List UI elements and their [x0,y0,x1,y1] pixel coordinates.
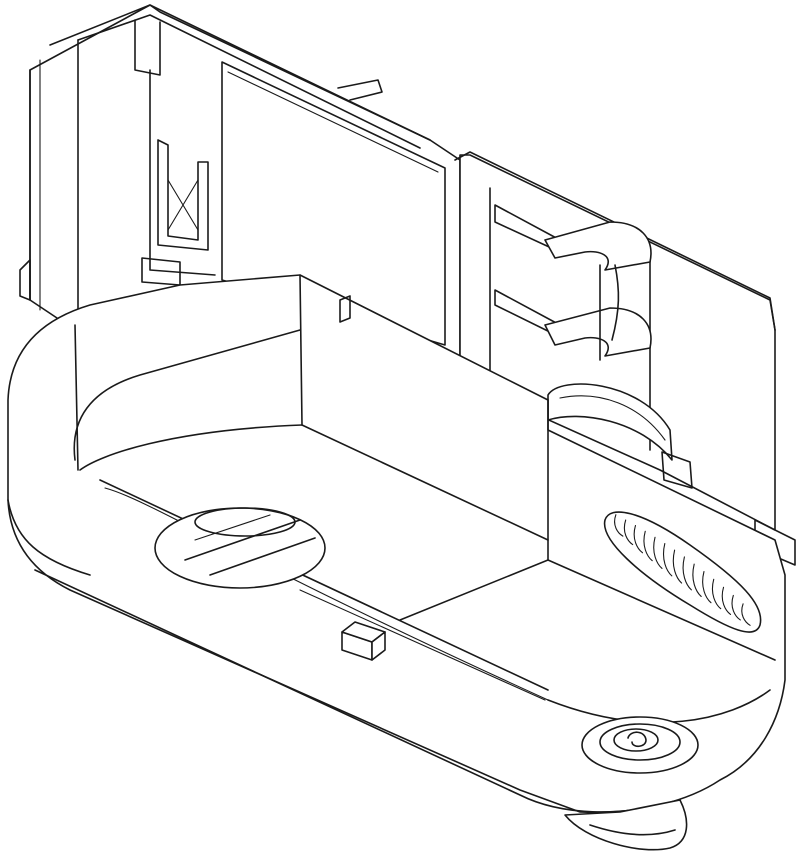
top-rim [49,4,431,141]
right-lid-edge [547,689,771,724]
contact-housing [454,151,796,566]
left-boss-slot-1 [184,519,301,561]
top-face-inner-rear [99,479,549,691]
knurl-ridge [672,549,683,584]
housing-window-inner [227,71,439,173]
knurl-ridge [711,578,722,610]
right-lid-top [547,559,776,661]
left-boss-slot-2 [209,537,316,576]
stud-side [371,631,386,661]
knurl-ridge [623,519,634,546]
base-front-curve [7,499,91,576]
knurl-ridge [653,536,663,569]
right-screw-head [613,728,659,752]
bottom-knob-ridge [589,824,676,836]
cap-top-seam [73,329,301,461]
top-contact-pin [337,79,383,101]
cap-notch [339,295,351,323]
knurl-ridge [692,563,702,598]
knurl-ridge [643,530,653,562]
left-screw-boss [154,507,326,589]
upper-housing [19,4,461,361]
bottom-knob-body [564,799,688,851]
knurl-ridge [731,594,741,621]
rotary-collar [547,383,673,461]
cap-vertical-left [74,324,79,471]
knurled-thumb-wheel[interactable] [603,511,762,633]
contact-post-2 [611,264,620,341]
base-body [7,274,786,814]
right-screw-rim [599,723,681,761]
cap-front-edge [79,424,303,471]
knurl-ridge [741,603,751,626]
latch-frame [157,139,209,251]
cap-vertical-right [299,274,303,426]
right-screw-spiral [627,731,647,748]
top-rim-inner [77,14,421,149]
rotary-collar-ridge [559,395,666,441]
front-column-lower [149,69,216,276]
right-tab-upper [661,451,693,489]
front-column [134,19,161,76]
knurl-ridge [614,514,624,537]
knurl-ridge [702,571,712,604]
base-outline [7,274,786,814]
contact-blade-top [544,221,652,271]
center-seam [299,589,546,701]
knurl-ridge [682,556,692,591]
left-boss-slot-3 [194,514,271,541]
contact-blade-bottom [544,307,652,357]
right-lid-seam [399,559,549,621]
top-face-rear [301,424,549,541]
knurl-ridge [721,586,732,616]
latch-cross-2 [167,179,199,231]
knurl-ridge [633,524,644,554]
left-tab [19,259,31,301]
right-screw[interactable] [581,716,699,774]
bottom-knob [564,799,688,851]
square-stud [341,621,386,661]
knurl-ridge [662,542,673,577]
right-screw-outer [581,716,699,774]
housing-window [221,61,446,346]
knurl-ridges [614,514,751,626]
